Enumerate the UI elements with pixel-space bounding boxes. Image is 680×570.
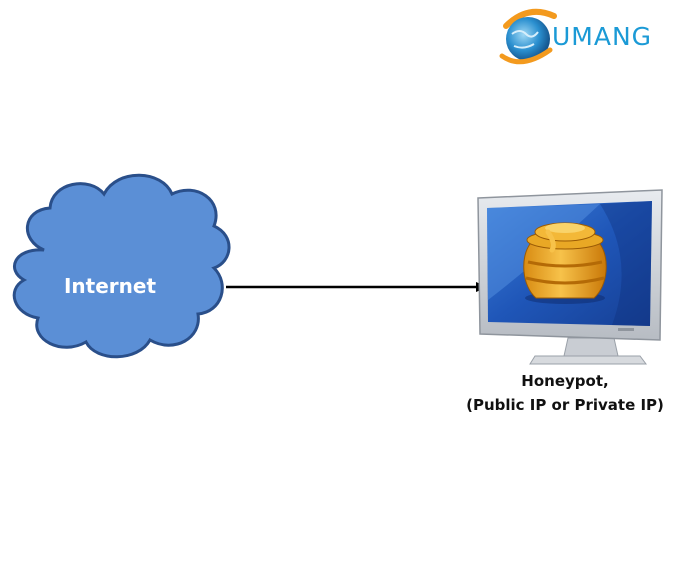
honeypot-caption-line2: (Public IP or Private IP) <box>466 396 664 414</box>
internet-cloud <box>12 173 231 359</box>
globe-logo-icon <box>499 8 557 65</box>
logo <box>498 6 676 68</box>
honeypot-caption-line1: Honeypot, <box>521 372 609 390</box>
logo-text: UMANG <box>552 22 653 51</box>
honeypot-monitor <box>477 189 663 365</box>
honeypot-caption: Honeypot, (Public IP or Private IP) <box>455 369 675 417</box>
internet-label: Internet <box>63 274 157 298</box>
honey-pot-icon <box>523 222 607 304</box>
